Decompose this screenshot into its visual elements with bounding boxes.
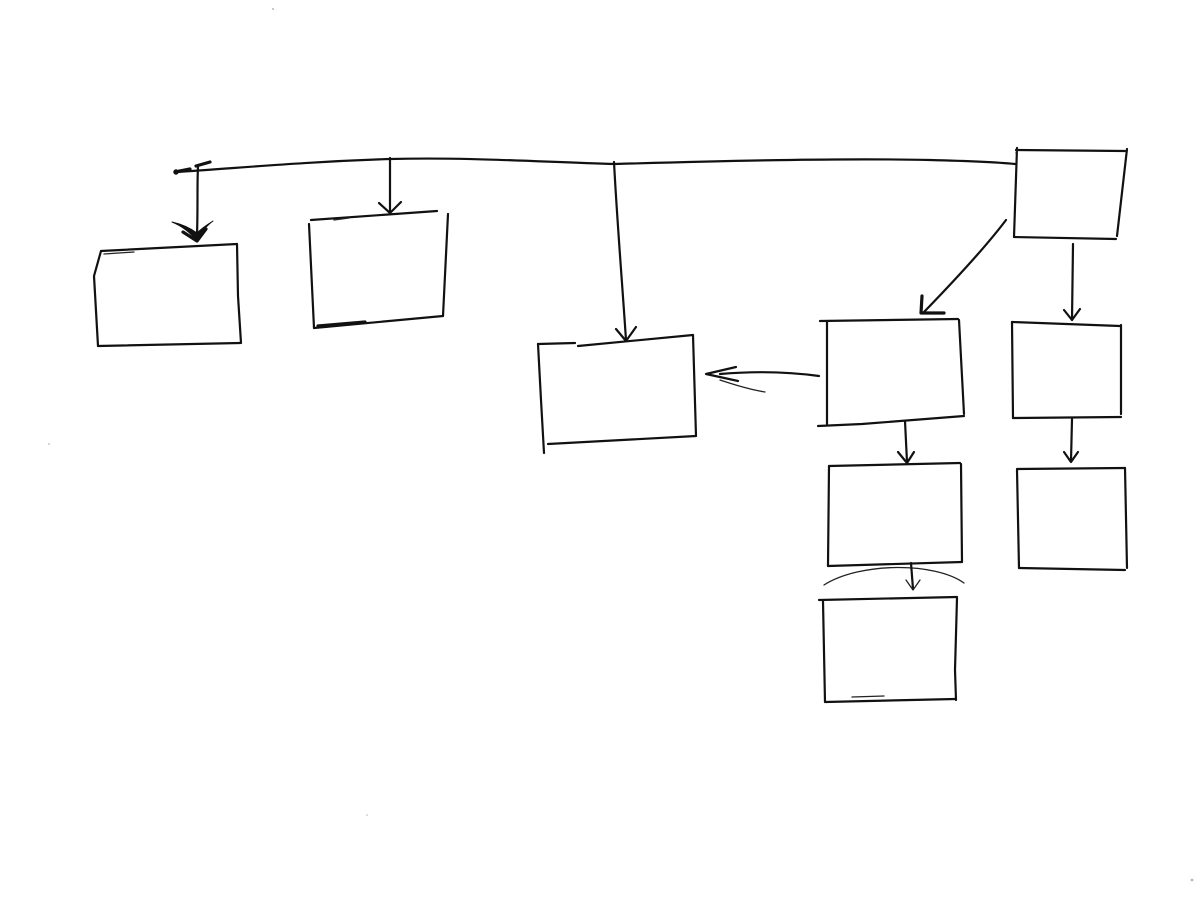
box-far-left	[92, 242, 243, 348]
edge-bus-to-box-center	[612, 160, 638, 343]
edge-top-right-to-right	[1062, 242, 1082, 322]
edge-mid-right-lower-to-bottom	[823, 561, 965, 591]
edge-bus-to-box-left	[377, 156, 403, 215]
edge-top-right-to-mid-right	[919, 218, 1008, 315]
box-mid-right-lower	[826, 461, 964, 568]
box-top-right	[1012, 146, 1129, 241]
edge-bus-to-box-far-left	[171, 165, 214, 243]
box-bottom	[817, 595, 959, 704]
paper-specks	[48, 8, 1194, 882]
box-mid-right	[816, 317, 966, 428]
box-center	[536, 333, 698, 455]
edge-right-to-right-lower	[1062, 417, 1080, 464]
box-right	[1010, 320, 1123, 420]
box-left	[307, 209, 450, 330]
edge-mid-right-to-center	[704, 365, 821, 393]
edge-mid-right-to-mid-right-lower	[896, 419, 916, 465]
box-right-lower	[1015, 466, 1129, 572]
bus-line	[173, 157, 1017, 175]
